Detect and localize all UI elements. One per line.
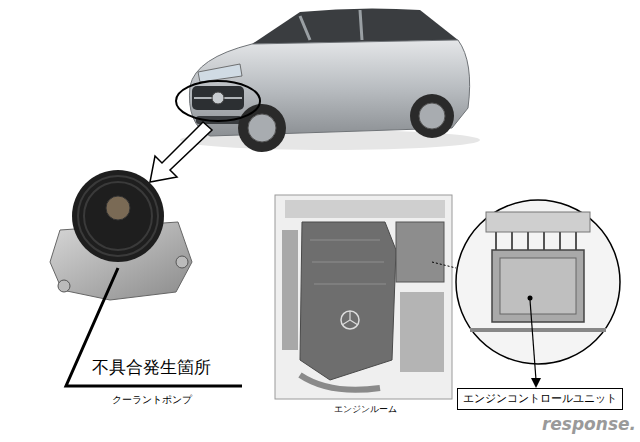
ecu-lid	[500, 258, 576, 314]
highlight-ellipse	[176, 81, 260, 121]
engine-room-illustration	[275, 195, 452, 399]
area-name: エンジンルーム	[334, 404, 397, 415]
ecu-wire	[496, 232, 576, 250]
rear-wheel	[410, 94, 454, 138]
ecu-zoom	[456, 200, 620, 364]
front-wheel	[238, 104, 286, 152]
zoom-leader	[432, 262, 456, 268]
cover-badge	[341, 311, 359, 329]
ecu-leader-head	[531, 378, 541, 388]
coolant-pump-illustration	[50, 170, 192, 300]
engine-part	[400, 292, 444, 372]
pulley-groove	[78, 176, 158, 256]
ecu-location	[396, 222, 444, 282]
front-rim	[248, 114, 276, 142]
pump-pulley	[72, 170, 164, 262]
engine-cover	[300, 222, 396, 380]
ecu-leader	[530, 300, 536, 380]
car-grille	[192, 86, 244, 110]
pulley-hub	[106, 196, 130, 220]
ecu-unit	[492, 250, 584, 322]
cover-badge	[342, 311, 358, 325]
engine-part	[285, 200, 445, 218]
connector-block	[486, 212, 590, 232]
mount-bar	[470, 328, 606, 332]
car-body	[189, 40, 469, 136]
car-illustration	[176, 8, 480, 152]
engine-part	[282, 230, 298, 350]
cover-rib	[310, 240, 386, 284]
headlight	[198, 64, 242, 82]
pointer-arrow	[150, 122, 212, 182]
leader-line	[66, 268, 242, 386]
car-greenhouse	[252, 8, 458, 44]
callout-box: エンジンコントロールユニット	[457, 388, 623, 410]
defect-location-label: 不具合発生箇所	[92, 357, 211, 377]
engine-hose	[300, 375, 380, 390]
part-name: クーラントポンプ	[112, 394, 192, 406]
zoom-circle	[456, 200, 620, 364]
bolt-hole	[58, 280, 70, 292]
watermark: response.	[542, 414, 636, 434]
car-badge	[212, 92, 224, 104]
bolt-hole	[176, 256, 188, 268]
pulley-groove	[84, 182, 152, 250]
engine-room-frame	[275, 195, 452, 399]
car-pillar	[300, 10, 362, 40]
leader-dot	[528, 296, 533, 301]
rear-rim	[419, 103, 445, 129]
box-label: エンジンコントロールユニット	[463, 392, 617, 406]
